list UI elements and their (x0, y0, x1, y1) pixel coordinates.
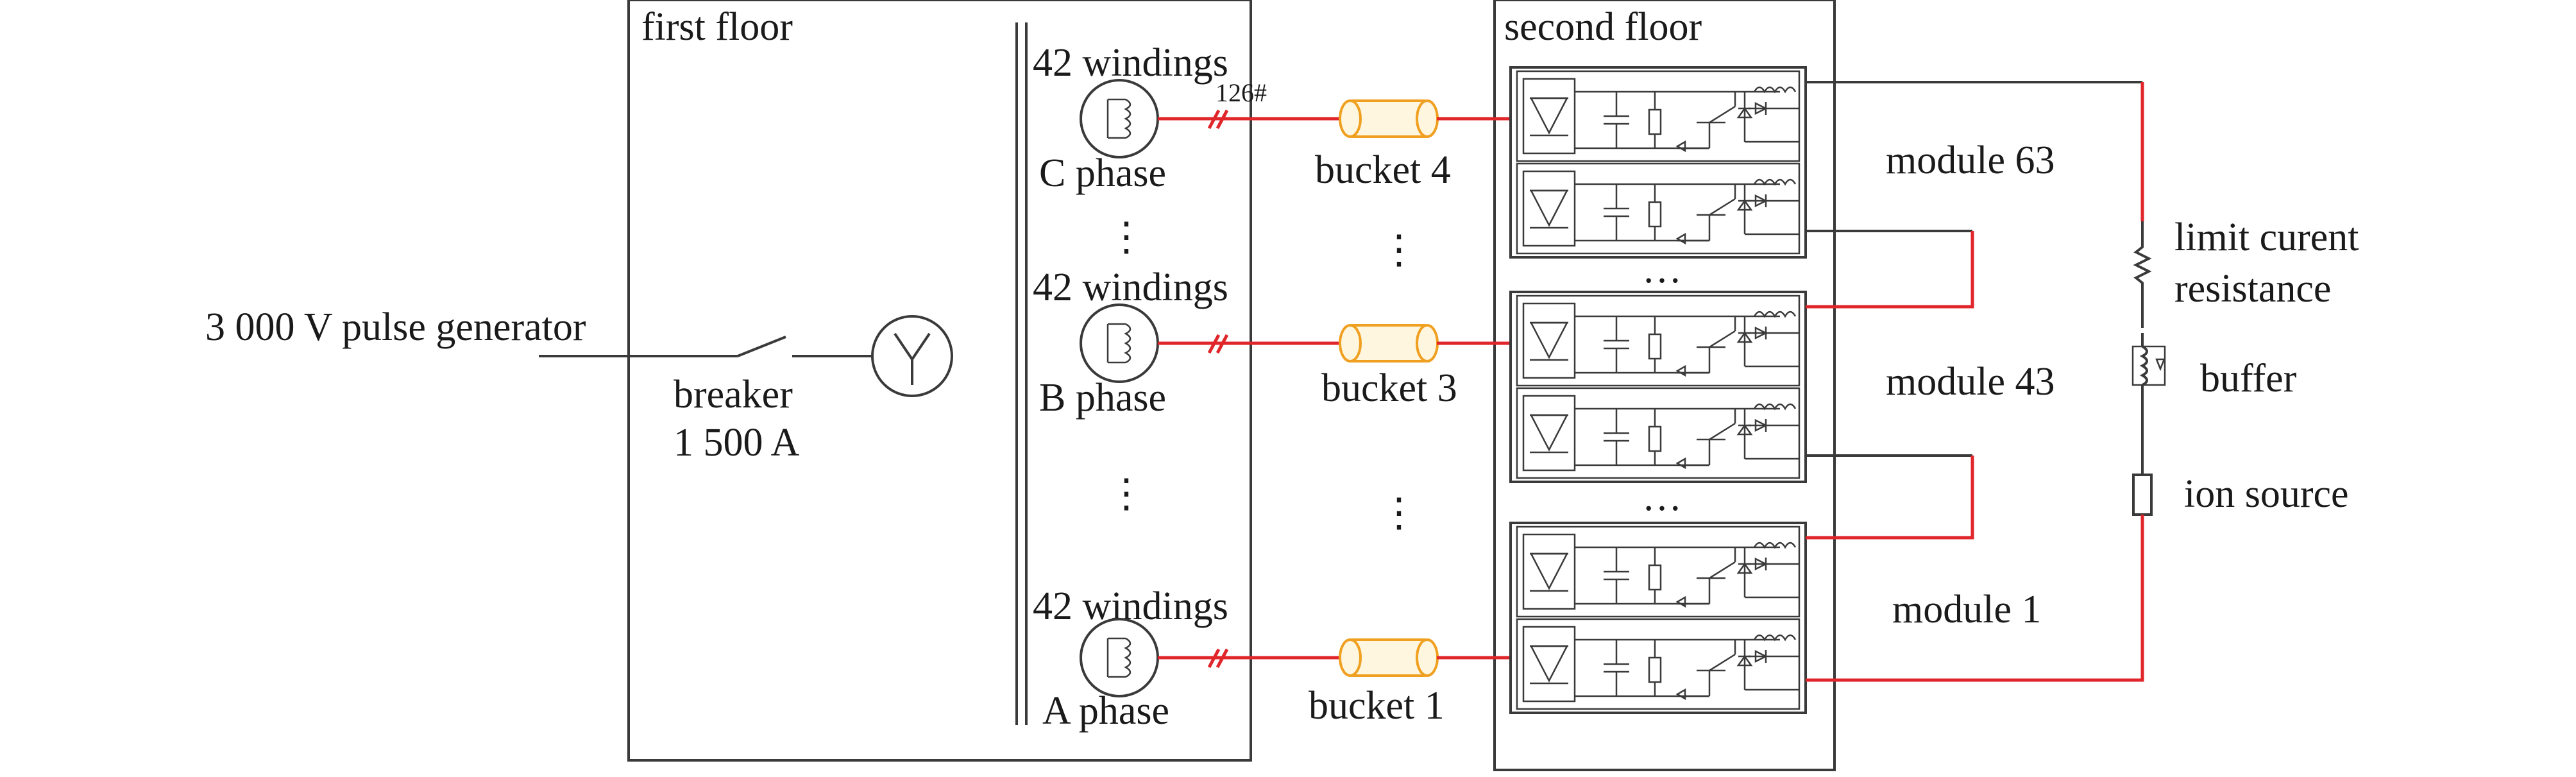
ion-source-icon (2132, 474, 2153, 516)
breaker-rating-label: 1 500 A (674, 421, 800, 465)
module-1-label: module 1 (1892, 588, 2041, 631)
ion-source-label: ion source (2184, 472, 2349, 516)
winding-b-count: 42 windings (1033, 266, 1228, 309)
ellipsis-buckets-upper: ⋮ (1379, 228, 1419, 272)
buffer-label: buffer (2200, 357, 2297, 400)
first-floor-box (627, 0, 1252, 762)
bucket-1-icon (1339, 638, 1439, 677)
winding-c-phase: C phase (1039, 151, 1166, 195)
ellipsis-modules-upper: … (1642, 248, 1682, 291)
ellipsis-modules-lower: … (1642, 475, 1682, 519)
bucket-1-label: bucket 1 (1309, 684, 1445, 728)
breaker-switch (737, 336, 786, 357)
winding-c-count: 42 windings (1033, 41, 1228, 85)
first-floor-label: first floor (641, 5, 793, 49)
winding-a-phase: A phase (1042, 689, 1169, 733)
second-floor-label: second floor (1504, 5, 1702, 49)
bucket-3-icon (1339, 324, 1439, 363)
winding-b-phase: B phase (1039, 376, 1166, 420)
module-43-label: module 43 (1886, 360, 2055, 404)
module-43-block (1511, 292, 1806, 482)
bucket-3-label: bucket 3 (1321, 366, 1457, 410)
transformer-y-icon (871, 315, 953, 397)
winding-b-icon (1080, 303, 1159, 383)
bucket-4-icon (1339, 99, 1439, 138)
second-floor-box (1493, 0, 1836, 771)
ellipsis-windings-lower: ⋮ (1106, 472, 1146, 516)
module-63-block (1511, 67, 1806, 257)
limit-resistor-label-line1: limit curent (2174, 216, 2359, 259)
limit-resistor-label-line2: resistance (2174, 267, 2331, 311)
winding-c-icon (1080, 79, 1159, 158)
pulse-generator-label: 3 000 V pulse generator (205, 305, 586, 349)
limit-resistor-icon (2133, 221, 2152, 328)
winding-c-tag: 126# (1216, 78, 1267, 107)
ellipsis-buckets-lower: ⋮ (1379, 491, 1419, 535)
buffer-icon (2131, 333, 2166, 475)
module-63-label: module 63 (1886, 139, 2055, 182)
breaker-label: breaker (674, 373, 793, 416)
ellipsis-windings-upper: ⋮ (1106, 216, 1146, 259)
winding-a-icon (1080, 618, 1159, 697)
bucket-4-label: bucket 4 (1315, 148, 1451, 192)
module-1-block (1511, 523, 1806, 713)
